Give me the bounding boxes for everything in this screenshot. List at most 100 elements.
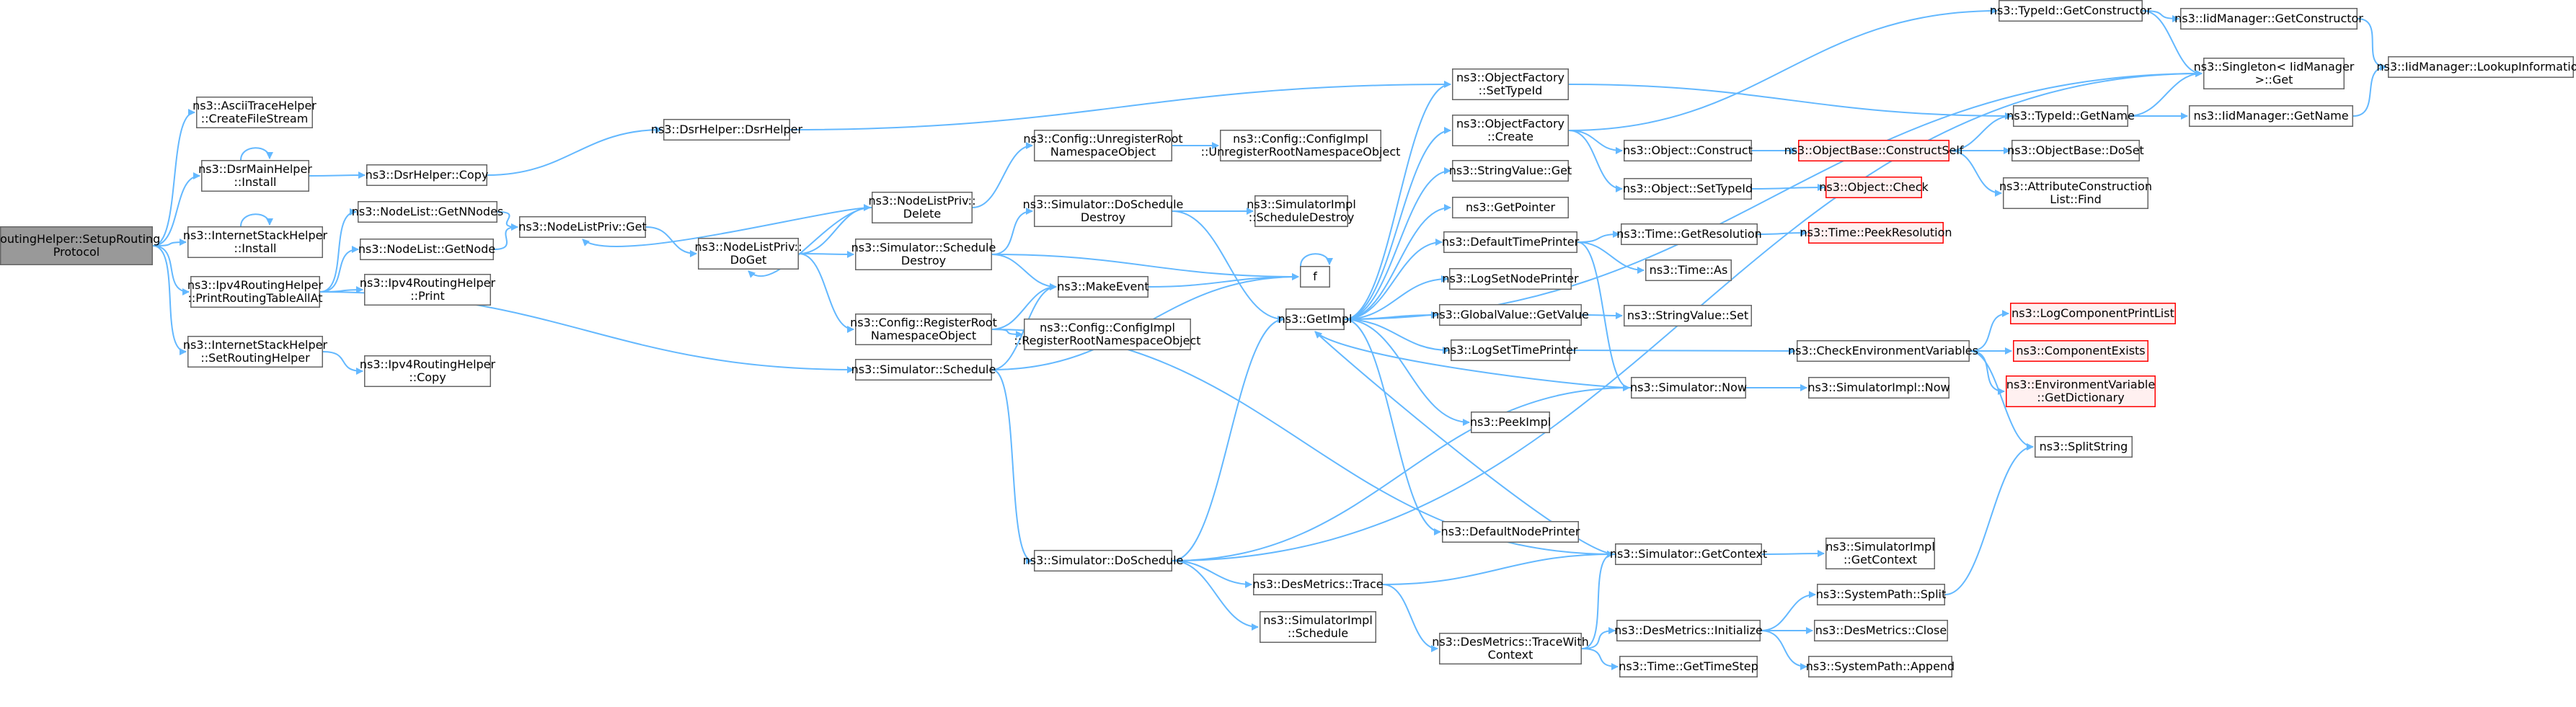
node-box[interactable]	[366, 164, 487, 186]
node-box[interactable]	[1254, 195, 1348, 227]
node-peekimpl[interactable]: ns3::PeekImpl	[1470, 412, 1551, 433]
node-box[interactable]	[2013, 340, 2148, 362]
node-defaulttimeprinter[interactable]: ns3::DefaultTimePrinter	[1442, 231, 1580, 253]
node-sim-schedule-destroy[interactable]: ns3::Simulator::ScheduleDestroy	[851, 239, 996, 270]
node-box[interactable]	[1024, 319, 1191, 350]
node-iidmgr-lookup[interactable]: ns3::IidManager::LookupInformation	[2376, 56, 2576, 78]
node-box[interactable]	[187, 336, 323, 368]
node-box[interactable]	[1808, 656, 1952, 677]
node-box[interactable]	[1220, 130, 1381, 161]
node-box[interactable]	[2011, 140, 2140, 161]
node-box[interactable]	[1451, 339, 1570, 361]
node-box[interactable]	[2010, 303, 2176, 324]
node-sim-now[interactable]: ns3::Simulator::Now	[1630, 377, 1747, 399]
node-box[interactable]	[855, 239, 992, 270]
node-box[interactable]	[1260, 611, 1376, 643]
node-box[interactable]	[855, 314, 992, 345]
node-desm-trace[interactable]: ns3::DesMetrics::Trace	[1252, 574, 1384, 595]
node-iststack-setrh[interactable]: ns3::InternetStackHelper::SetRoutingHelp…	[183, 336, 328, 368]
node-nlp-get[interactable]: ns3::NodeListPriv::Get	[518, 216, 647, 238]
node-syspath-append[interactable]: ns3::SystemPath::Append	[1806, 656, 1955, 677]
node-box[interactable]	[1452, 197, 1569, 218]
node-makeevent[interactable]: ns3::MakeEvent	[1057, 276, 1149, 298]
node-box[interactable]	[2388, 56, 2574, 78]
node-ipv4-copy[interactable]: ns3::Ipv4RoutingHelper::Copy	[360, 355, 496, 387]
node-box[interactable]	[1808, 377, 1949, 399]
node-box[interactable]	[201, 160, 309, 192]
node-box[interactable]	[1253, 574, 1383, 595]
node-logsettimeprinter[interactable]: ns3::LogSetTimePrinter	[1443, 339, 1578, 361]
node-box[interactable]	[1825, 177, 1922, 198]
node-cfgimpl-reg[interactable]: ns3::Config::ConfigImpl::RegisterRootNam…	[1014, 319, 1201, 350]
node-componentexists[interactable]: ns3::ComponentExists	[2013, 340, 2148, 362]
node-box[interactable]	[1285, 308, 1345, 330]
node-box[interactable]	[1442, 521, 1579, 543]
node-box[interactable]	[2006, 375, 2156, 407]
node-box[interactable]	[1814, 620, 1948, 641]
node-box[interactable]	[519, 216, 646, 238]
node-box[interactable]	[1616, 620, 1761, 641]
node-box[interactable]	[1300, 266, 1330, 288]
node-box[interactable]	[1621, 223, 1758, 245]
node-box[interactable]	[2003, 177, 2148, 209]
node-cfg-unreg[interactable]: ns3::Config::UnregisterRootNamespaceObje…	[1023, 130, 1183, 161]
node-box[interactable]	[1631, 377, 1746, 399]
node-sim-getcontext[interactable]: ns3::Simulator::GetContext	[1610, 543, 1767, 565]
node-box[interactable]	[360, 239, 494, 260]
node-typeid-getconstructor[interactable]: ns3::TypeId::GetConstructor	[1990, 0, 2152, 22]
node-box[interactable]	[1452, 115, 1569, 146]
node-box[interactable]	[2013, 105, 2128, 127]
node-simimpl-schedule-destroy[interactable]: ns3::SimulatorImpl::ScheduleDestroy	[1247, 195, 1356, 227]
node-box[interactable]	[1034, 550, 1172, 572]
node-desm-init[interactable]: ns3::DesMetrics::Initialize	[1614, 620, 1763, 641]
node-getimpl[interactable]: ns3::GetImpl	[1278, 308, 1353, 330]
node-box[interactable]	[1624, 178, 1752, 200]
node-logsetnodeprinter[interactable]: ns3::LogSetNodePrinter	[1442, 268, 1579, 290]
node-splitstring[interactable]: ns3::SplitString	[2035, 436, 2133, 458]
node-box[interactable]	[187, 226, 323, 258]
node-defaultnodeprinter[interactable]: ns3::DefaultNodePrinter	[1441, 521, 1580, 543]
node-objfac-create[interactable]: ns3::ObjectFactory::Create	[1452, 115, 1569, 146]
node-time-as[interactable]: ns3::Time::As	[1645, 259, 1732, 281]
node-box[interactable]	[1624, 305, 1752, 326]
node-ipv4-print[interactable]: ns3::Ipv4RoutingHelper::Print	[360, 274, 496, 306]
node-nl-getnnodes[interactable]: ns3::NodeList::GetNNodes	[352, 201, 504, 223]
node-box[interactable]	[1808, 222, 1944, 244]
node-box[interactable]	[1452, 68, 1569, 100]
node-logcomp-printlist[interactable]: ns3::LogComponentPrintList	[2010, 303, 2176, 324]
node-globalvalue-getvalue[interactable]: ns3::GlobalValue::GetValue	[1432, 304, 1589, 326]
node-iidmgr-getconstructor[interactable]: ns3::IidManager::GetConstructor	[2174, 8, 2363, 30]
node-nl-getnode[interactable]: ns3::NodeList::GetNode	[358, 239, 495, 260]
node-sim-schedule[interactable]: ns3::Simulator::Schedule	[851, 359, 996, 381]
node-box[interactable]	[698, 238, 799, 270]
node-box[interactable]	[1452, 160, 1569, 182]
node-box[interactable]	[1825, 538, 1935, 569]
node-typeid-getname[interactable]: ns3::TypeId::GetName	[2006, 105, 2135, 127]
node-obj-check[interactable]: ns3::Object::Check	[1819, 177, 1929, 198]
node-dsrmain[interactable]: ns3::DsrMainHelper::Install	[198, 160, 312, 192]
node-box[interactable]	[0, 226, 153, 265]
node-box[interactable]	[1443, 231, 1577, 253]
node-box[interactable]	[1439, 304, 1582, 326]
node-box[interactable]	[196, 97, 313, 128]
node-box[interactable]	[1645, 259, 1732, 281]
node-iststack-install[interactable]: ns3::InternetStackHelper::Install	[183, 226, 328, 258]
node-time-getres[interactable]: ns3::Time::GetResolution	[1616, 223, 1762, 245]
node-getpointer[interactable]: ns3::GetPointer	[1452, 197, 1569, 218]
node-syspath-split[interactable]: ns3::SystemPath::Split	[1816, 584, 1947, 605]
node-objbase-constructself[interactable]: ns3::ObjectBase::ConstructSelf	[1784, 140, 1964, 161]
node-sim-doschedule[interactable]: ns3::Simulator::DoSchedule	[1023, 550, 1184, 572]
node-box[interactable]	[2189, 105, 2353, 127]
node-ascii[interactable]: ns3::AsciiTraceHelper::CreateFileStream	[192, 97, 317, 128]
node-box[interactable]	[1449, 268, 1572, 290]
node-stringvalue-get[interactable]: ns3::StringValue::Get	[1449, 160, 1572, 182]
node-box[interactable]	[1034, 130, 1172, 161]
node-time-peekres[interactable]: ns3::Time::PeekResolution	[1800, 222, 1952, 244]
node-box[interactable]	[1798, 140, 1949, 161]
node-box[interactable]	[1999, 0, 2143, 22]
node-box[interactable]	[1615, 543, 1762, 565]
node-obj-construct[interactable]: ns3::Object::Construct	[1623, 140, 1753, 161]
node-dsrhelper[interactable]: ns3::DsrHelper::DsrHelper	[651, 119, 803, 141]
